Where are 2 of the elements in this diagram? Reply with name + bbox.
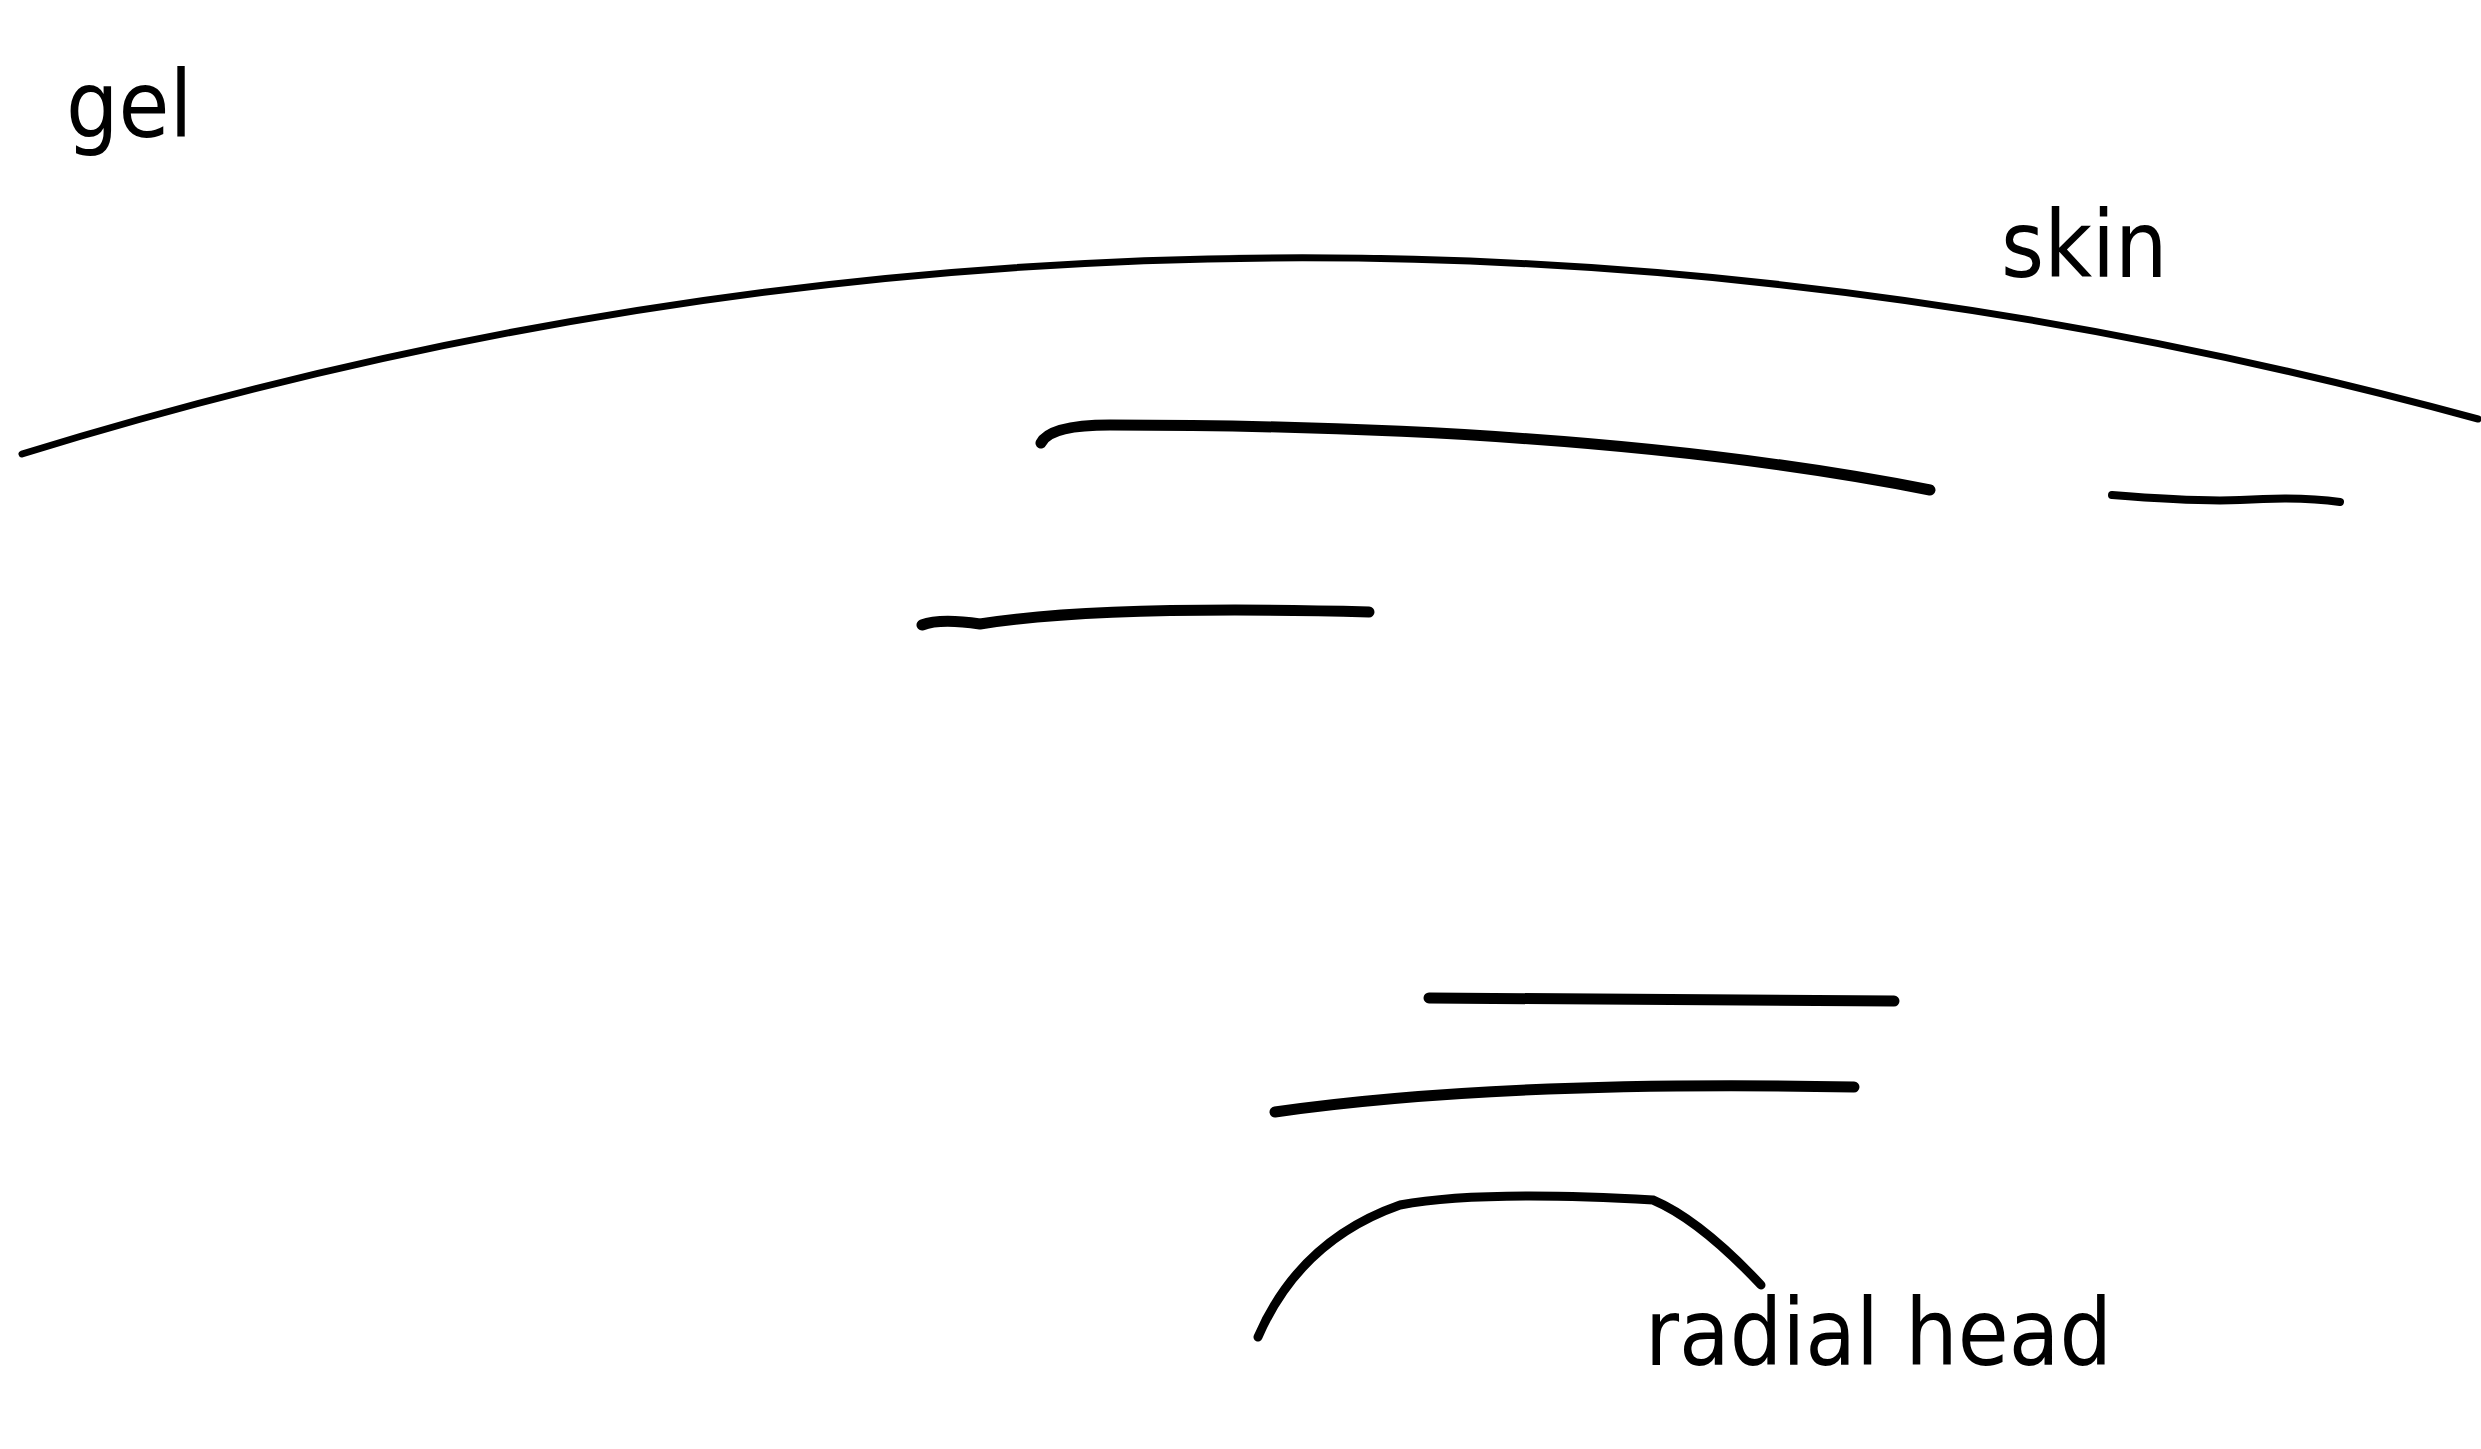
structure-label: skin (2001, 200, 2168, 292)
structure-label: radial head (1645, 1288, 2112, 1380)
